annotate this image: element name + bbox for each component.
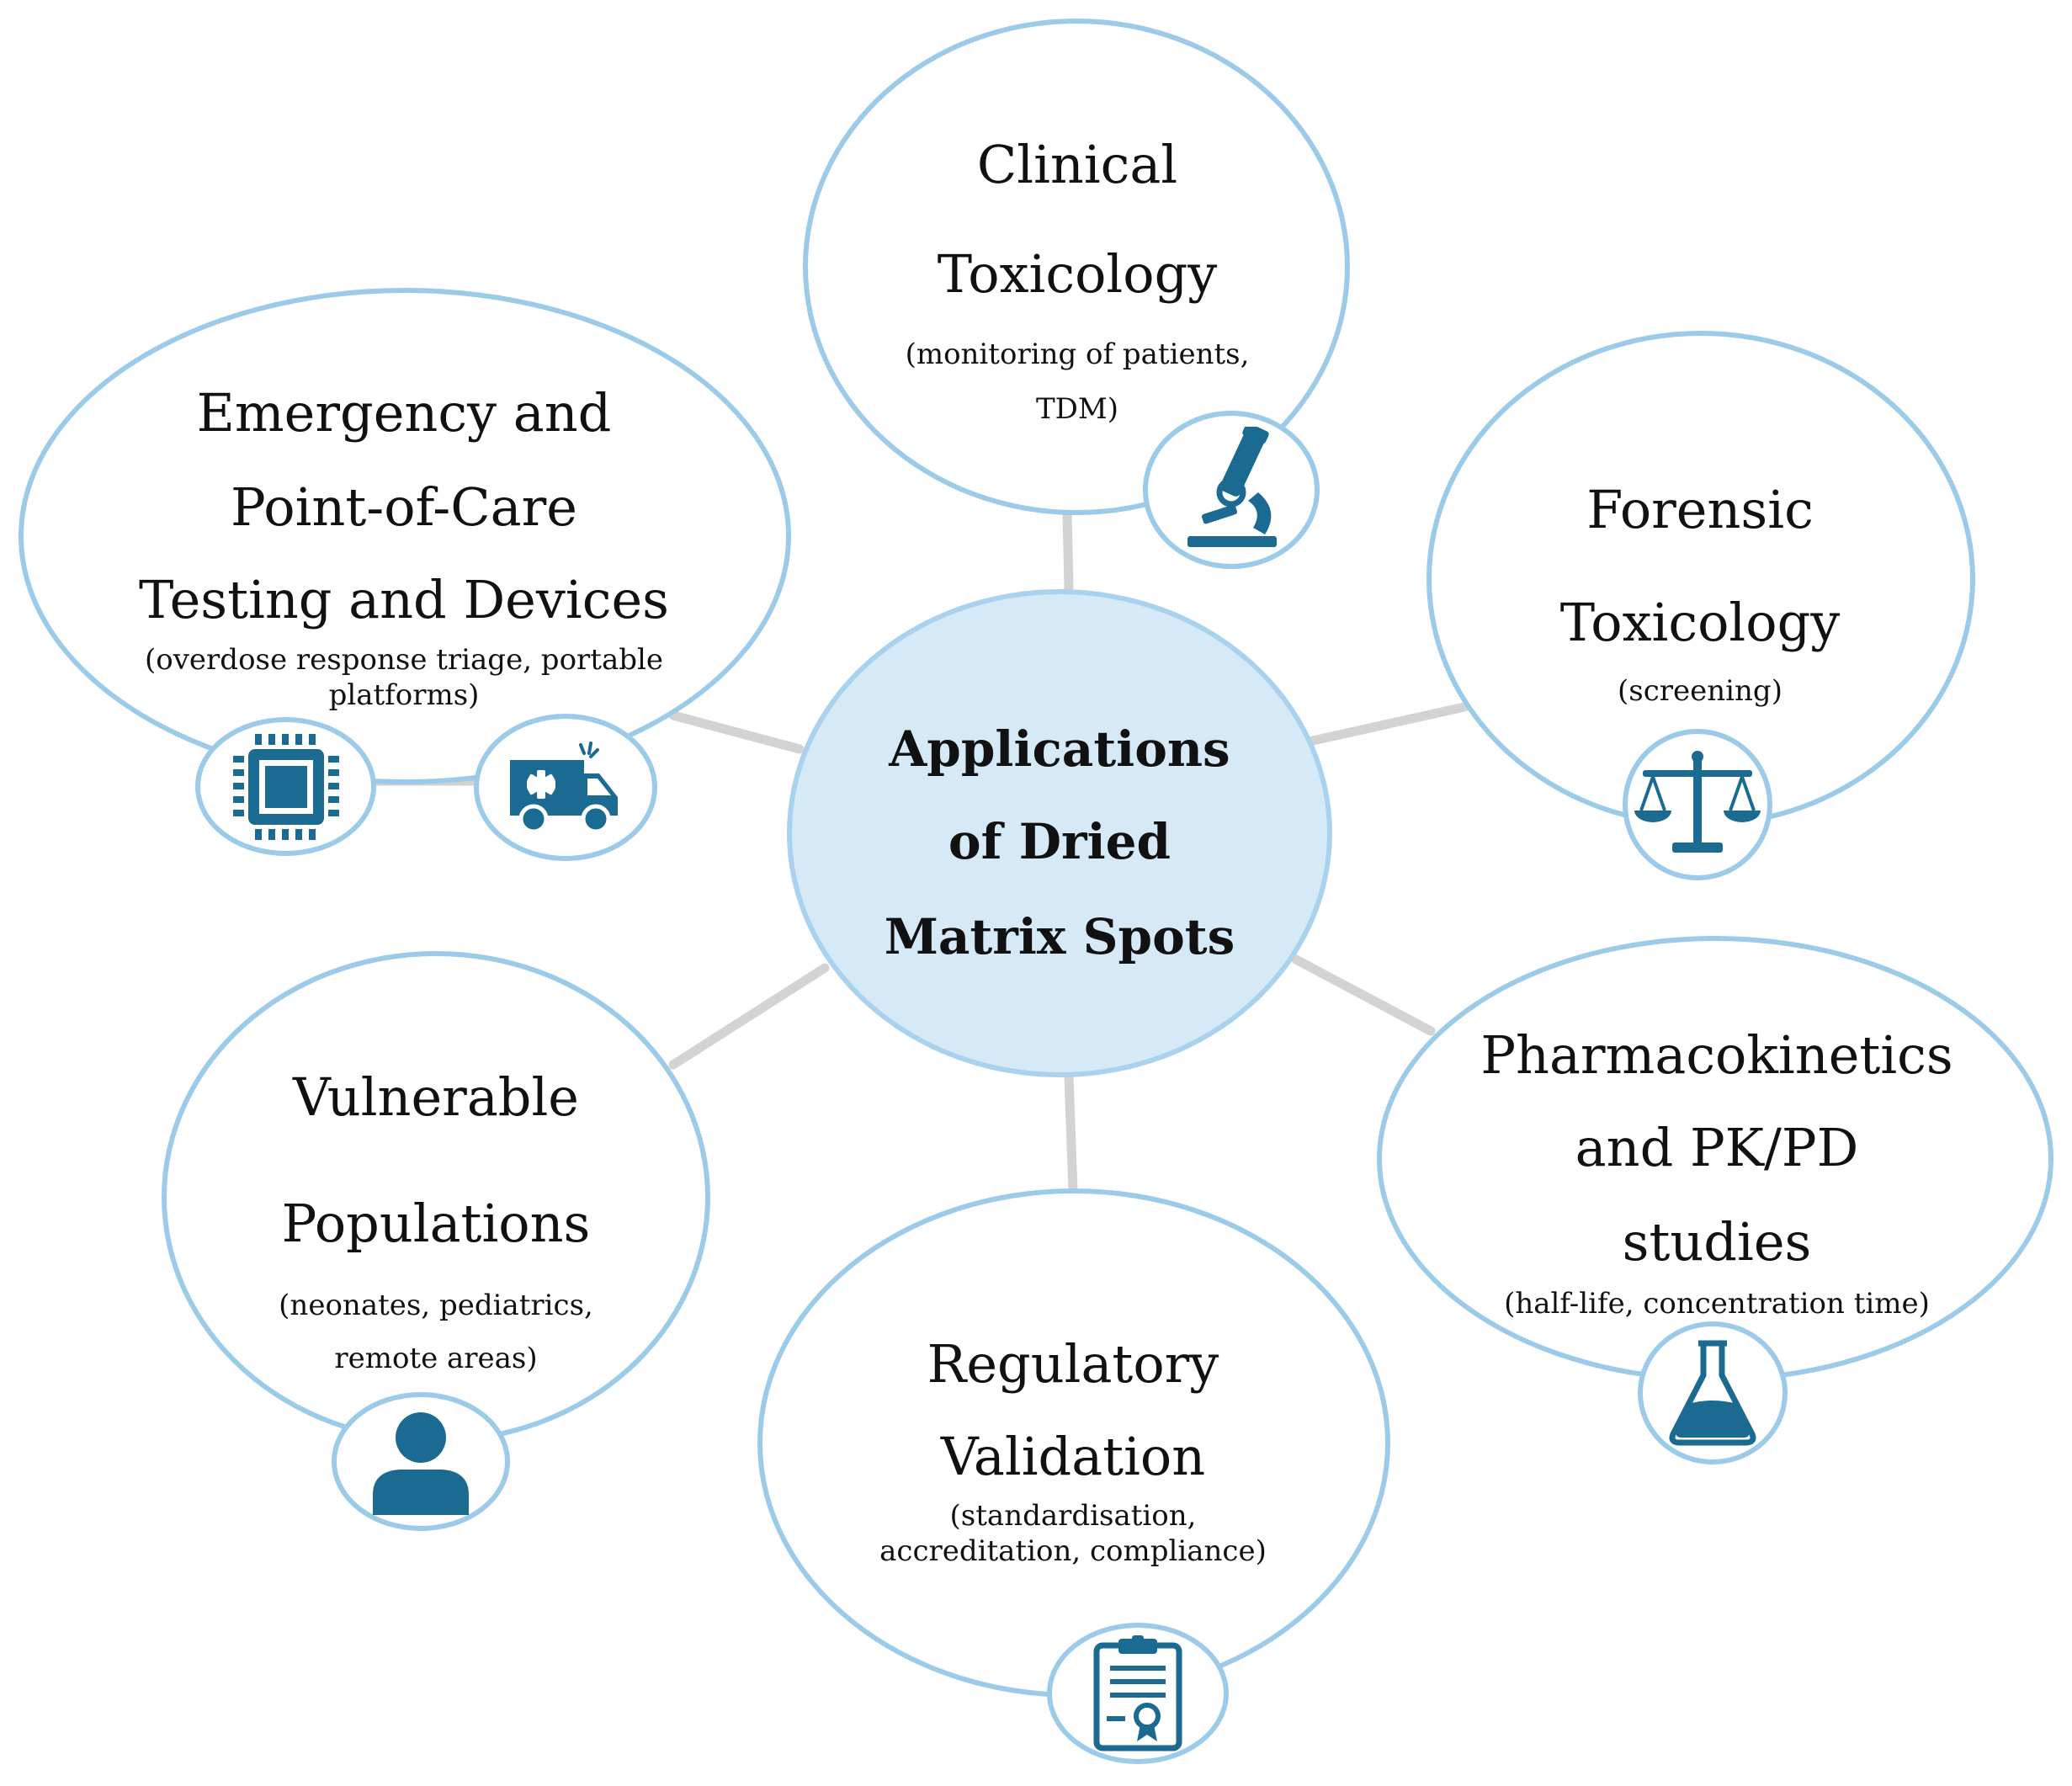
node-regulatory bbox=[757, 1188, 1390, 1698]
emergency-title-line1: Emergency and bbox=[196, 382, 612, 444]
pharmaco-title-line3: studies bbox=[1622, 1211, 1812, 1273]
clipboard-certificate-icon bbox=[1093, 1635, 1182, 1751]
vulnerable-title-line2: Populations bbox=[281, 1193, 591, 1254]
emergency-subtitle-line2: platforms) bbox=[328, 678, 480, 712]
regulatory-subtitle-line2: accreditation, compliance) bbox=[879, 1534, 1267, 1568]
forensic-subtitle-line1: (screening) bbox=[1618, 674, 1782, 708]
connector-emergency bbox=[668, 710, 805, 754]
microscope-icon bbox=[1187, 427, 1277, 547]
emergency-subtitle-line1: (overdose response triage, portable bbox=[144, 643, 663, 677]
connector-forensic bbox=[1308, 702, 1469, 746]
vulnerable-subtitle-line2: remote areas) bbox=[334, 1342, 538, 1375]
flask-badge bbox=[1638, 1321, 1788, 1464]
node-center bbox=[787, 589, 1332, 1077]
regulatory-title-line2: Validation bbox=[940, 1426, 1206, 1487]
node-vulnerable bbox=[162, 951, 710, 1443]
ambulance-icon bbox=[510, 741, 618, 833]
microscope-badge bbox=[1143, 411, 1320, 569]
center-title-line1: Applications bbox=[889, 720, 1230, 778]
vulnerable-title-line1: Vulnerable bbox=[292, 1066, 579, 1128]
node-emergency bbox=[19, 288, 791, 784]
emergency-title-line3: Testing and Devices bbox=[139, 569, 669, 630]
scales-badge bbox=[1623, 729, 1772, 880]
clinical-title-line2: Toxicology bbox=[937, 243, 1218, 305]
pharmaco-subtitle-line1: (half-life, concentration time) bbox=[1504, 1287, 1930, 1321]
connector-clinical bbox=[1062, 508, 1074, 594]
ambulance-badge bbox=[474, 714, 657, 861]
pharmaco-title-line1: Pharmacokinetics bbox=[1480, 1024, 1953, 1086]
clinical-title-line1: Clinical bbox=[976, 134, 1178, 195]
connector-regulatory bbox=[1064, 1072, 1078, 1196]
clinical-subtitle-line2: TDM) bbox=[1035, 392, 1118, 426]
clinical-subtitle-line1: (monitoring of patients, bbox=[905, 338, 1250, 371]
flask-icon bbox=[1669, 1340, 1756, 1446]
person-badge bbox=[332, 1392, 510, 1531]
regulatory-subtitle-line1: (standardisation, bbox=[949, 1499, 1197, 1533]
regulatory-title-line1: Regulatory bbox=[927, 1333, 1219, 1395]
clipboard-badge bbox=[1047, 1623, 1229, 1764]
pharmaco-title-line2: and PK/PD bbox=[1575, 1117, 1859, 1178]
node-pharmacokinetics bbox=[1377, 936, 2053, 1382]
forensic-title-line2: Toxicology bbox=[1559, 592, 1841, 653]
scales-of-justice-icon bbox=[1634, 751, 1761, 853]
center-title-line2: of Dried bbox=[948, 813, 1171, 870]
person-icon bbox=[373, 1411, 469, 1515]
vulnerable-subtitle-line1: (neonates, pediatrics, bbox=[279, 1289, 593, 1322]
connector-pharmaco bbox=[1291, 954, 1436, 1036]
microchip-badge bbox=[195, 717, 376, 856]
connector-vulnerable bbox=[668, 963, 830, 1070]
forensic-title-line1: Forensic bbox=[1586, 479, 1814, 540]
microchip-icon bbox=[232, 733, 339, 840]
emergency-title-line2: Point-of-Care bbox=[231, 476, 577, 538]
center-title-line3: Matrix Spots bbox=[884, 908, 1235, 965]
